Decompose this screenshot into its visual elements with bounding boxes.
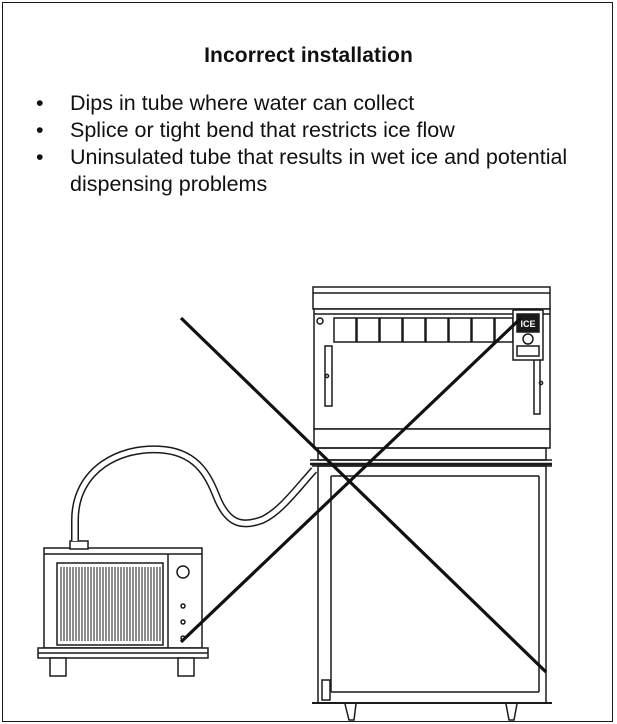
bullet-item: • Uninsulated tube that results in wet i…	[36, 144, 596, 198]
bullet-dot: •	[36, 91, 44, 115]
ice-dispenser: ICE	[310, 286, 552, 721]
bullet-dot: •	[36, 145, 44, 169]
remote-ice-machine	[37, 540, 209, 677]
ice-transport-tube	[71, 445, 317, 541]
bullet-item: • Splice or tight bend that restricts ic…	[36, 117, 596, 144]
panel-title: Incorrect installation	[204, 44, 413, 67]
bullet-list: • Dips in tube where water can collect •…	[36, 90, 596, 198]
dispenser-slots	[333, 317, 514, 343]
ice-badge-label: ICE	[520, 319, 535, 329]
condenser-grille	[60, 567, 161, 641]
bullet-text: Uninsulated tube that results in wet ice…	[70, 145, 568, 196]
bullet-dot: •	[36, 118, 44, 142]
ice-control-box: ICE	[512, 309, 544, 361]
bullet-text: Splice or tight bend that restricts ice …	[70, 118, 455, 142]
bullet-item: • Dips in tube where water can collect	[36, 90, 596, 117]
bullet-text: Dips in tube where water can collect	[70, 91, 415, 115]
incorrect-cross-mark	[179, 316, 548, 674]
